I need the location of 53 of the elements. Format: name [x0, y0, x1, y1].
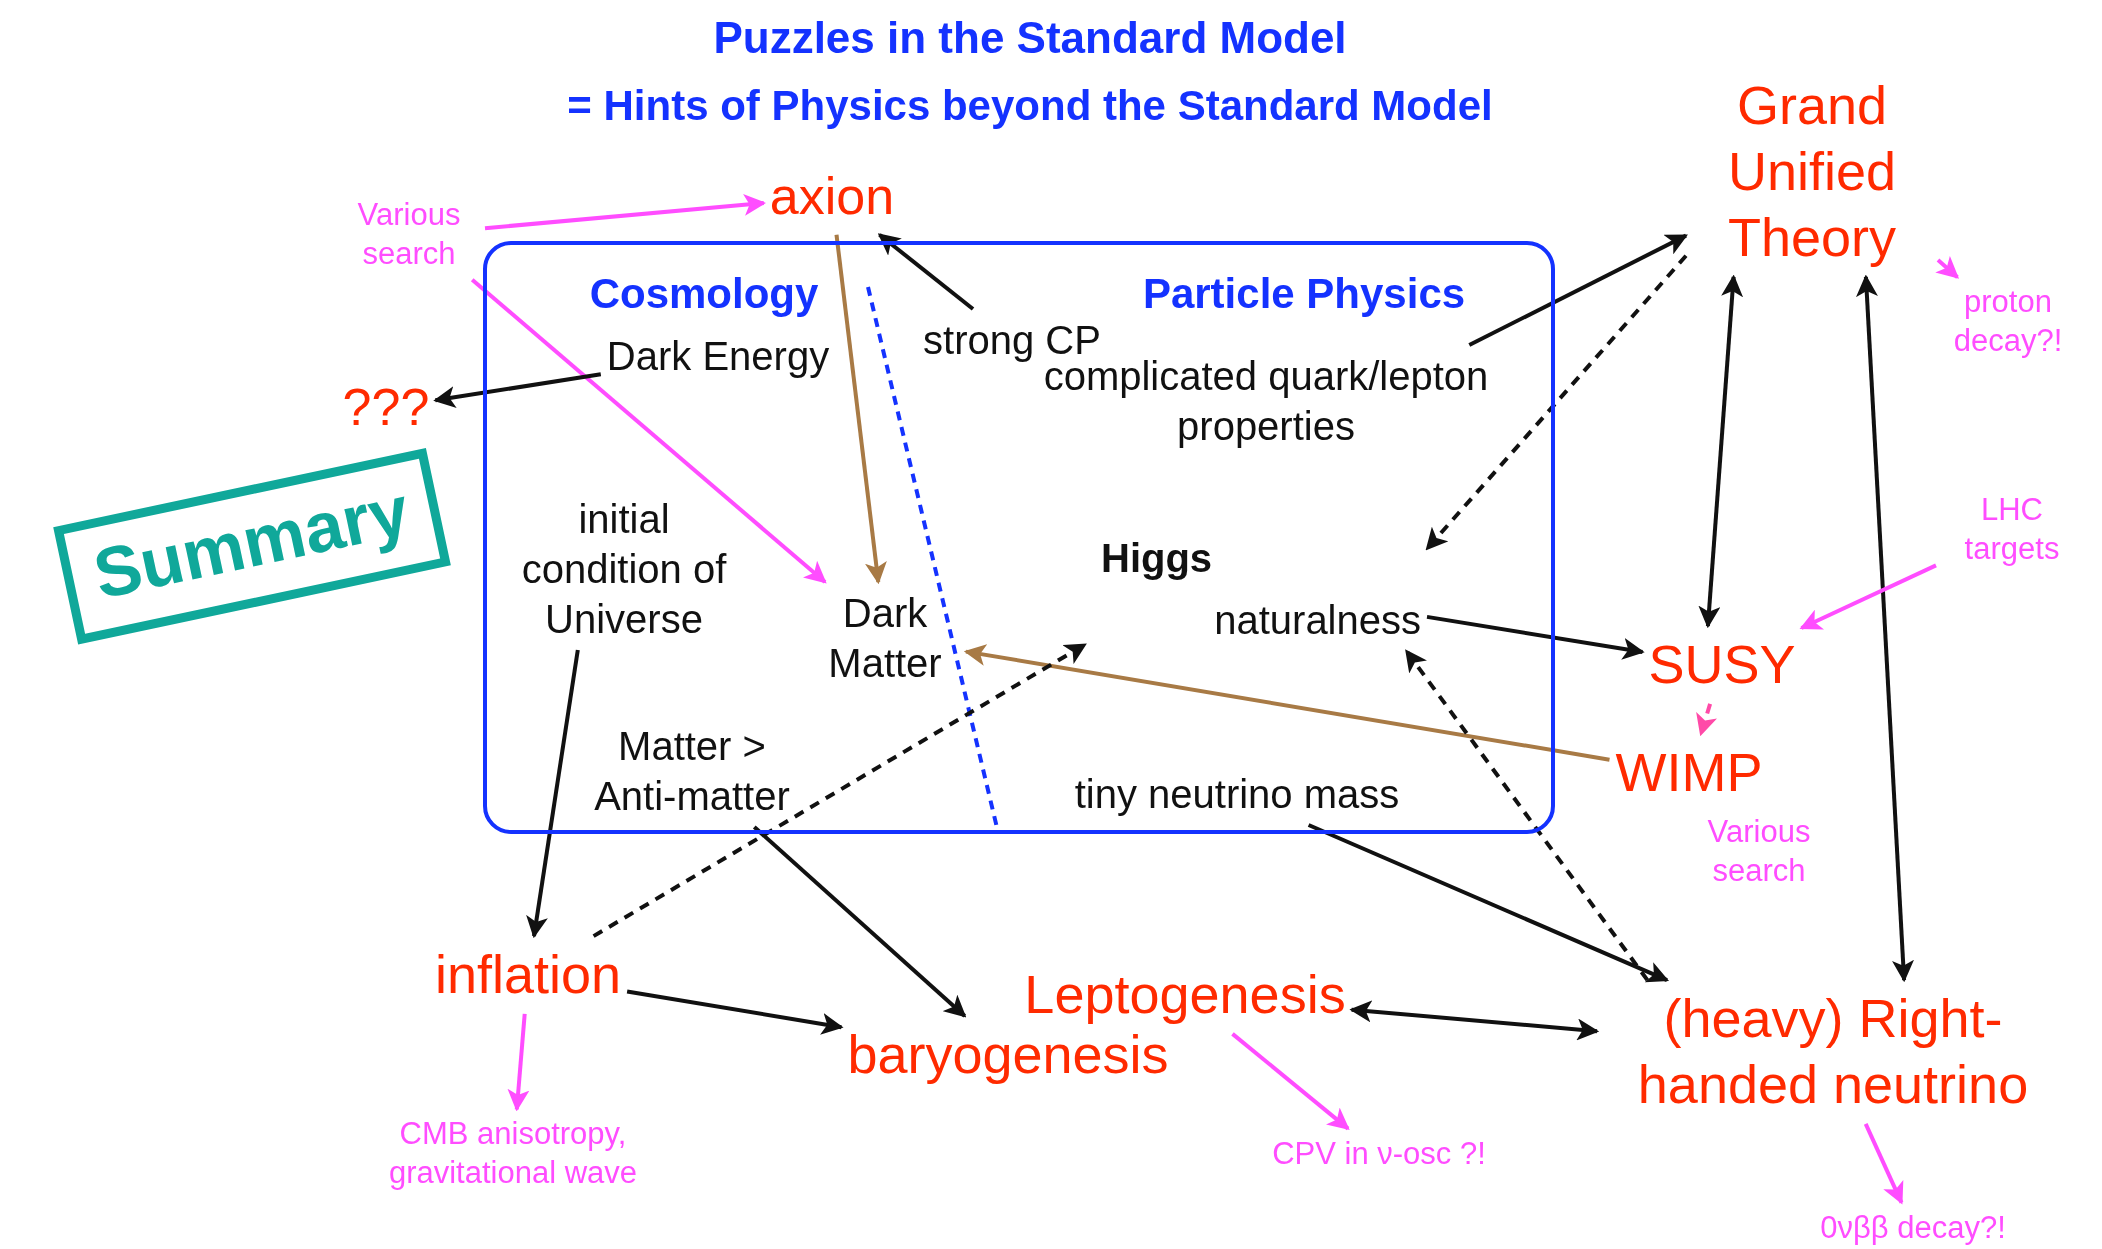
topic-text: strong CP: [923, 315, 1101, 365]
topic-text: Dark Matter: [810, 588, 960, 688]
arrow: [1426, 614, 1645, 660]
topic-text: Matter > Anti-matter: [579, 721, 805, 821]
physics-concept-text: Leptogenesis: [1024, 962, 1346, 1028]
topic-text: tiny neutrino mass: [1074, 769, 1400, 819]
arrow: [877, 233, 975, 311]
arrow: [834, 234, 887, 585]
arrow: [1349, 1000, 1600, 1041]
arrow: [1468, 233, 1688, 347]
puzzle-panel: [483, 241, 1555, 834]
physics-concept-text: inflation: [434, 942, 622, 1008]
arrow: [484, 193, 766, 231]
summary-stamp: Summary: [53, 447, 451, 645]
note-text: CPV in ν-osc ?!: [1272, 1134, 1486, 1174]
arrow: [1856, 274, 1914, 983]
arrow: [1863, 1123, 1904, 1205]
note-text: Various search: [1706, 813, 1812, 890]
note-text: Various search: [339, 196, 479, 274]
note-text: 0νββ decay?!: [1820, 1208, 2006, 1248]
physics-concept-text: WIMP: [1615, 740, 1763, 806]
subtitle: = Hints of Physics beyond the Standard Model: [567, 82, 1493, 130]
arrow: [1799, 563, 1937, 630]
arrow: [963, 644, 1610, 762]
arrow: [470, 278, 827, 584]
topic-text: initial condition of Universe: [504, 494, 744, 644]
physics-concept-text: Grand Unified Theory: [1692, 73, 1932, 271]
physics-concept-text: ???: [342, 376, 430, 440]
arrow: [526, 649, 580, 939]
arrow: [433, 372, 602, 409]
arrow: [1935, 255, 1960, 279]
column-heading: Cosmology: [589, 270, 819, 318]
note-text: proton decay?!: [1938, 283, 2078, 361]
arrow: [1698, 274, 1744, 629]
note-text: LHC targets: [1942, 491, 2082, 569]
arrow: [592, 642, 1087, 938]
arrow: [752, 825, 967, 1018]
arrow: [626, 989, 844, 1035]
physics-concept-text: axion: [769, 165, 895, 229]
column-heading: Particle Physics: [1142, 270, 1466, 318]
topic-text: naturalness: [1214, 597, 1421, 644]
arrow: [1425, 254, 1688, 551]
arrow: [507, 1013, 530, 1112]
arrow: [1404, 649, 1649, 982]
physics-concept-text: SUSY: [1648, 632, 1796, 698]
physics-concept-text: (heavy) Right-handed neutrino: [1603, 986, 2063, 1118]
note-text: CMB anisotropy, gravitational wave: [348, 1115, 678, 1193]
arrow: [1696, 703, 1718, 737]
heading-text: Higgs: [1101, 535, 1213, 582]
topic-text: Dark Energy: [606, 331, 830, 381]
arrow: [1307, 823, 1669, 983]
title: Puzzles in the Standard Model: [713, 13, 1347, 63]
arrow: [1231, 1032, 1350, 1131]
